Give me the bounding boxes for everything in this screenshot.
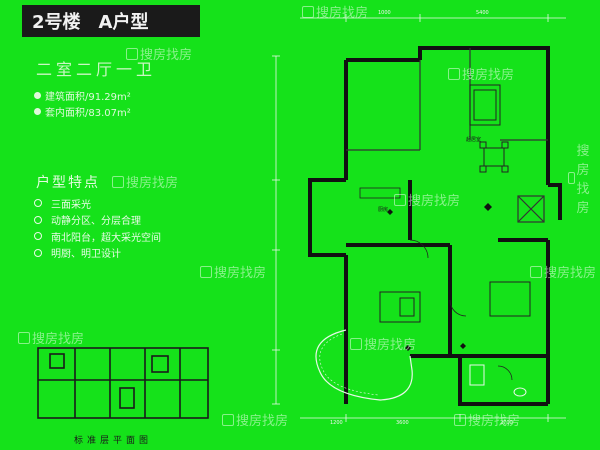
house-logo-icon <box>18 331 30 344</box>
feature-text: 明厨、明卫设计 <box>51 249 121 261</box>
dimension-bottom-3: 2700 <box>500 420 513 426</box>
house-logo-icon <box>200 265 212 278</box>
unit-type-label: A户型 <box>98 12 149 33</box>
layout-title: 二室二厅一卫 <box>36 60 157 79</box>
dimension-bottom-2: 3600 <box>396 420 409 426</box>
floor-plan-walls <box>308 46 562 406</box>
watermark: 搜房找房 <box>302 2 368 21</box>
dimension-bottom-1: 1200 <box>330 420 343 426</box>
feature-text: 三面采光 <box>51 199 91 211</box>
watermark: 搜房找房 <box>350 334 416 353</box>
living-room-label: 起居室 <box>466 137 482 143</box>
ring-bullet-icon <box>34 215 42 224</box>
feature-text: 动静分区、分层合理 <box>51 216 141 228</box>
feature-text: 南北阳台，超大采光空间 <box>51 232 161 244</box>
sofa-icon <box>469 84 501 126</box>
watermark: 搜房找房 <box>18 328 84 347</box>
dimension-top-2: 5400 <box>476 10 489 16</box>
watermark-text: 搜房找房 <box>576 144 590 216</box>
watermark: 搜房找房 <box>222 410 288 429</box>
plan-caption: 标准层平面图 <box>74 436 153 446</box>
watermark: 搜房找房 <box>394 190 460 209</box>
house-logo-icon <box>448 67 460 80</box>
ring-bullet-icon <box>34 199 42 208</box>
watermark: 搜房找房 <box>530 262 596 281</box>
watermark: 搜房找房 <box>200 262 266 281</box>
ring-bullet-icon <box>34 232 42 241</box>
watermark: 搜房找房 <box>568 140 600 216</box>
house-logo-icon <box>126 47 138 60</box>
feature-item: 三面采光 <box>34 195 161 212</box>
watermark-text: 搜房找房 <box>126 176 179 191</box>
watermark-text: 搜房找房 <box>544 266 597 281</box>
kitchen-label: 厨房 <box>378 207 389 213</box>
watermark-text: 搜房找房 <box>32 332 85 347</box>
feature-item: 南北阳台，超大采光空间 <box>34 228 161 245</box>
feature-item: 明厨、明卫设计 <box>34 245 161 262</box>
watermark-text: 搜房找房 <box>364 338 417 353</box>
house-logo-icon <box>350 337 362 350</box>
balcony-curve-inner <box>319 333 379 396</box>
dimension-lines <box>272 14 566 422</box>
house-logo-icon <box>222 413 234 426</box>
watermark: 搜房找房 <box>112 172 178 191</box>
title-bar: 2号楼 A户型 <box>22 5 200 37</box>
bed-icon <box>489 281 531 317</box>
house-logo-icon <box>112 175 124 188</box>
watermark-text: 搜房找房 <box>236 414 289 429</box>
area-interior-text: 套内面积/83.07m² <box>45 108 131 119</box>
bullet-icon <box>34 92 41 99</box>
kitchen-fixture-icon <box>359 187 401 199</box>
mini-floor-plan <box>37 347 209 419</box>
area-line-interior: 套内面积/83.07m² <box>34 104 131 119</box>
balcony-curve <box>315 329 413 401</box>
area-building-text: 建筑面积/91.29m² <box>45 92 131 103</box>
watermark: 搜房找房 <box>448 64 514 83</box>
bed-icon <box>379 291 421 323</box>
bathroom-fixture-icon <box>469 364 527 397</box>
house-logo-icon <box>454 413 466 426</box>
watermark-text: 搜房找房 <box>408 194 461 209</box>
bullet-icon <box>34 108 41 115</box>
area-line-building: 建筑面积/91.29m² <box>34 88 131 103</box>
house-logo-icon <box>302 5 314 18</box>
dimension-top-1: 1000 <box>378 10 391 16</box>
watermark: 搜房找房 <box>454 410 520 429</box>
watermark: 搜房找房 <box>126 44 192 63</box>
watermark-text: 搜房找房 <box>140 48 193 63</box>
house-logo-icon <box>394 193 406 206</box>
dining-table-icon <box>479 141 509 173</box>
watermark-text: 搜房找房 <box>462 68 515 83</box>
features-title: 户型特点 <box>36 175 100 191</box>
building-label: 2号楼 <box>32 12 81 33</box>
door-icon <box>409 239 513 381</box>
watermark-text: 搜房找房 <box>316 6 369 21</box>
plant-icon <box>387 203 492 351</box>
watermark-text: 搜房找房 <box>214 266 267 281</box>
features-list: 三面采光 动静分区、分层合理 南北阳台，超大采光空间 明厨、明卫设计 <box>34 195 161 261</box>
house-logo-icon <box>530 265 542 278</box>
ring-bullet-icon <box>34 248 42 257</box>
feature-item: 动静分区、分层合理 <box>34 212 161 229</box>
house-logo-icon <box>568 172 575 184</box>
watermark-text: 搜房找房 <box>468 414 521 429</box>
